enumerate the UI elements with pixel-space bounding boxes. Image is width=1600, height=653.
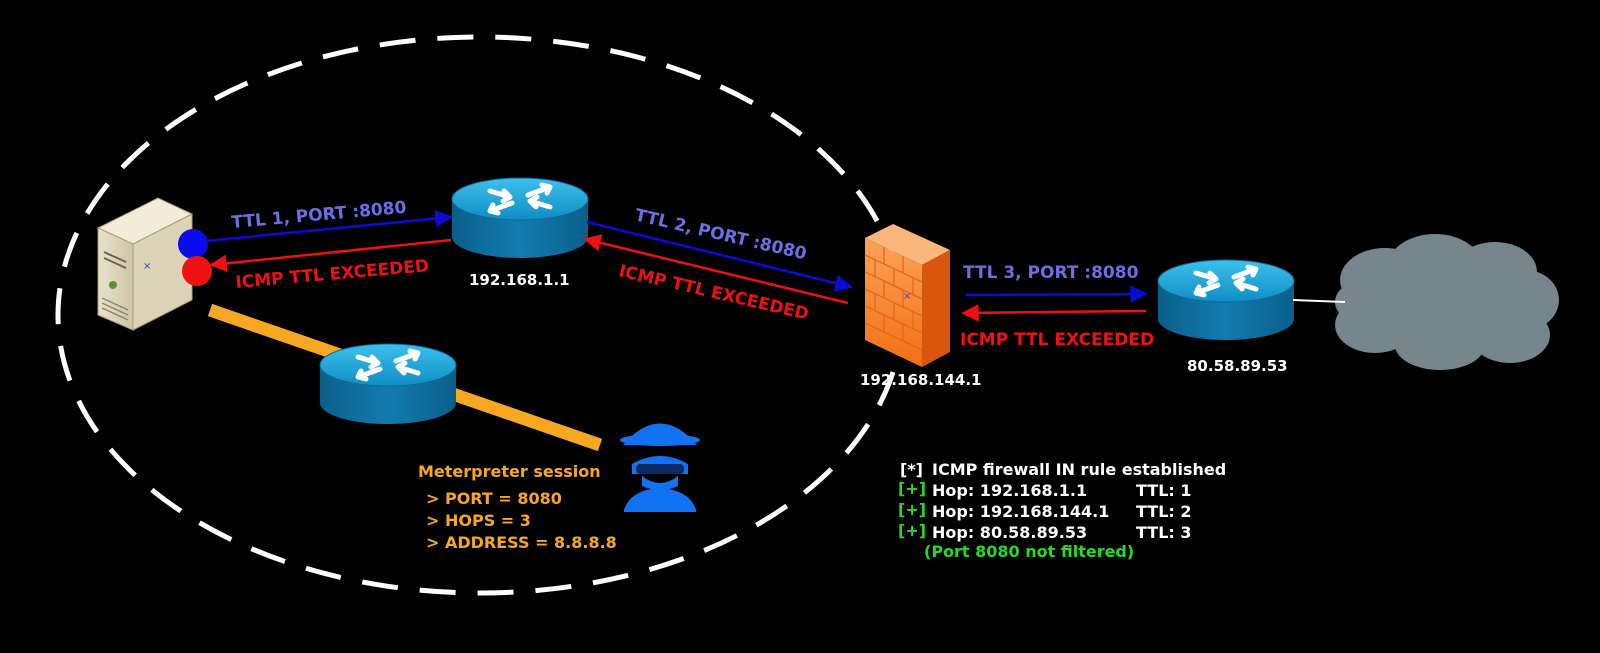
output-header-prefix: [*] <box>900 460 923 479</box>
output-row-ttl: TTL: 3 <box>1136 523 1192 542</box>
output-row-ttl: TTL: 1 <box>1136 481 1192 500</box>
reply-arrow-hop2 <box>583 234 849 305</box>
probe-arrow-hop1 <box>205 209 453 243</box>
probe-label-hop1: TTL 1, PORT :8080 <box>231 198 408 233</box>
server-icon: × <box>96 197 194 331</box>
output-row-prefix: [+] <box>898 521 926 540</box>
meterpreter-line: > PORT = 8080 <box>426 489 562 508</box>
internet-cloud-icon <box>1335 234 1559 370</box>
svg-text:×: × <box>903 291 911 302</box>
output-header-text: ICMP firewall IN rule established <box>932 460 1226 479</box>
meterpreter-line: > HOPS = 3 <box>426 511 531 530</box>
router-1-ip-label: 192.168.1.1 <box>469 271 570 289</box>
output-row-ttl: TTL: 2 <box>1136 502 1192 521</box>
reply-label-hop3: ICMP TTL EXCEEDED <box>960 330 1154 350</box>
output-row-prefix: [+] <box>898 500 926 519</box>
probe-origin-dot <box>178 229 208 259</box>
probe-arrow-hop3 <box>965 285 1148 303</box>
probe-label-hop3: TTL 3, PORT :8080 <box>963 263 1139 283</box>
firewall-icon: × <box>864 224 950 367</box>
internal-router-icon <box>320 344 456 424</box>
firewall-ip-label: 192.168.144.1 <box>860 371 981 389</box>
probe-arrow-hop2 <box>586 220 853 292</box>
svg-text:×: × <box>143 261 151 272</box>
internet-link-line <box>1292 299 1346 303</box>
router-3-icon <box>1158 260 1294 340</box>
router-1-icon <box>452 178 588 258</box>
output-row-hop: Hop: 192.168.144.1 <box>932 502 1109 521</box>
output-row-prefix: [+] <box>898 479 926 498</box>
meterpreter-title: Meterpreter session <box>418 462 601 481</box>
reply-arrow-hop3 <box>961 304 1147 322</box>
reply-arrow-hop1 <box>209 238 452 273</box>
output-row-hop: Hop: 80.58.89.53 <box>932 523 1087 542</box>
meterpreter-line: > ADDRESS = 8.8.8.8 <box>426 533 617 552</box>
output-note: (Port 8080 not filtered) <box>924 542 1134 561</box>
router-3-ip-label: 80.58.89.53 <box>1187 357 1288 375</box>
reply-label-hop1: ICMP TTL EXCEEDED <box>235 256 430 293</box>
output-row-hop: Hop: 192.168.1.1 <box>932 481 1087 500</box>
hacker-icon <box>620 423 700 512</box>
reply-dest-dot <box>182 256 212 286</box>
